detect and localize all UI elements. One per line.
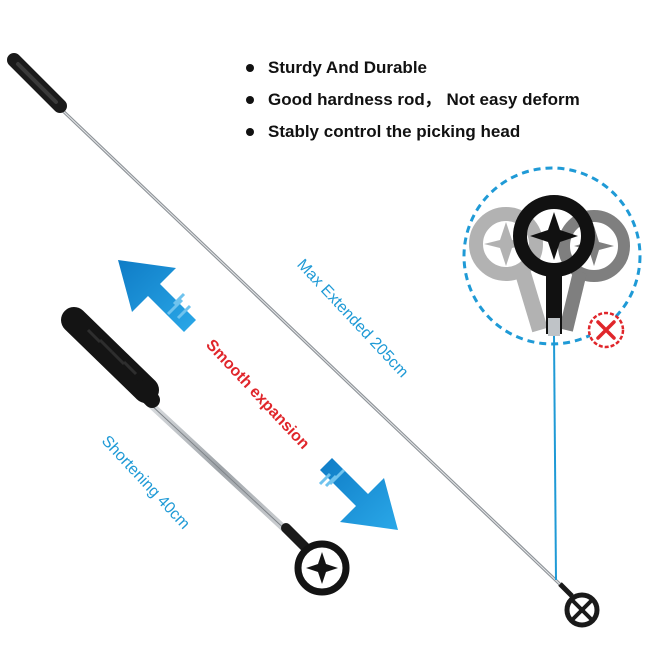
feature-text: Sturdy And Durable xyxy=(268,58,427,77)
head-ghost-left xyxy=(469,207,548,333)
feature-text: Stably control the picking head xyxy=(268,122,521,141)
feature-list: Sturdy And Durable Good hardness rod， No… xyxy=(244,56,664,152)
short-grip xyxy=(61,307,160,408)
up-left-arrow-icon xyxy=(118,260,196,332)
prohibited-icon xyxy=(587,311,625,349)
bullet-icon xyxy=(246,128,254,136)
inset-pointer-line xyxy=(553,335,557,581)
head-detail-inset xyxy=(462,166,642,581)
bullet-icon xyxy=(246,96,254,104)
head-ghost-right xyxy=(558,210,630,332)
extended-head-icon xyxy=(558,582,600,628)
feature-text: Good hardness rod， Not easy deform xyxy=(268,90,580,109)
bullet-icon xyxy=(246,64,254,72)
feature-item: Sturdy And Durable xyxy=(244,56,664,88)
extended-grip xyxy=(7,53,67,113)
shortened-retriever xyxy=(61,307,350,596)
short-head-icon xyxy=(281,523,350,596)
feature-item: Good hardness rod， Not easy deform xyxy=(244,88,664,120)
feature-item: Stably control the picking head xyxy=(244,120,664,152)
extended-retriever xyxy=(7,53,600,628)
down-right-arrow-icon xyxy=(318,458,398,530)
head-center xyxy=(513,195,595,336)
